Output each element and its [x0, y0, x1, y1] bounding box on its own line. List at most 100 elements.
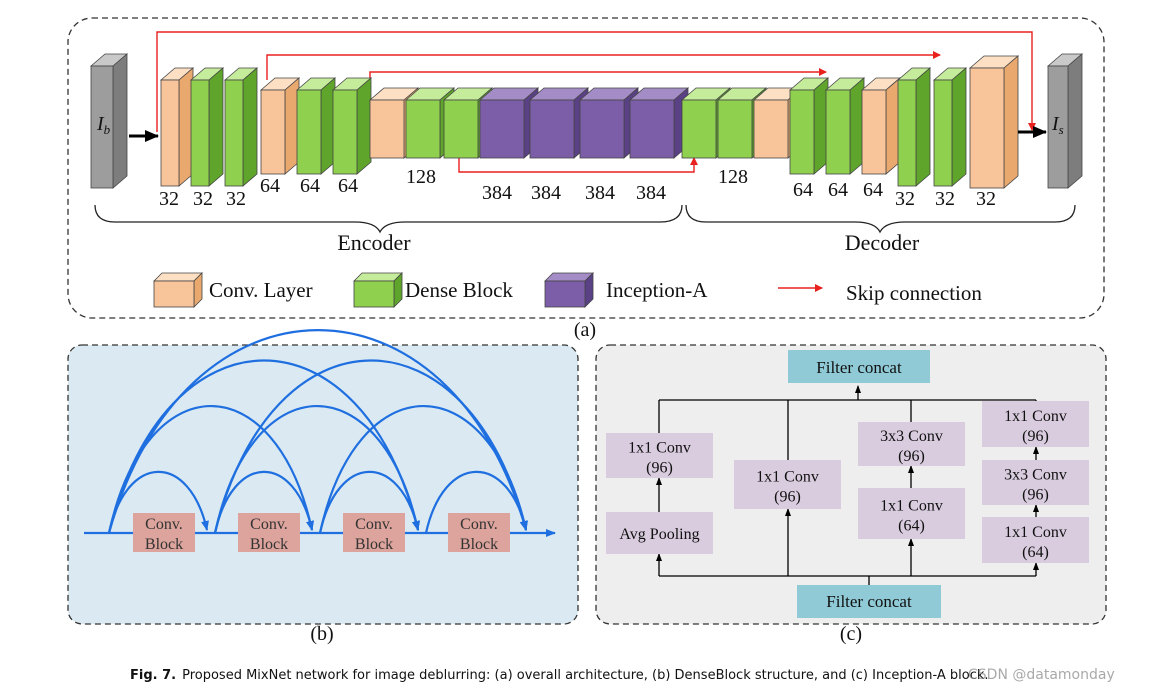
- layer-block-inc: [628, 87, 690, 159]
- legend-dense-swatch: [353, 272, 403, 308]
- layer-block-inc: [478, 87, 540, 159]
- layer-block-conv: [159, 67, 195, 187]
- dense-connection-arc: [424, 470, 528, 534]
- legend-conv-label: Conv. Layer: [209, 278, 313, 302]
- channel-label: 32: [895, 188, 915, 210]
- inception-box-line2: (64): [898, 518, 925, 535]
- inception-box-line2: (64): [1022, 544, 1049, 561]
- layer-block-conv: [968, 55, 1020, 189]
- inception-box-line2: (96): [1022, 428, 1049, 445]
- input-image: Ib: [89, 53, 129, 189]
- conv-block-line1: Conv.: [460, 516, 498, 533]
- caption-fig-number: Fig. 7.: [130, 668, 177, 683]
- channel-label: 64: [828, 179, 848, 201]
- panel-a-frame: [67, 17, 1105, 319]
- caption-text: Proposed MixNet network for image deblur…: [182, 668, 989, 683]
- encoder-brace: [94, 204, 683, 234]
- channel-label: 32: [159, 188, 179, 210]
- inception-box: 1x1 Conv (96): [734, 460, 841, 509]
- channel-label: 384: [531, 182, 561, 204]
- panel-b-frame: [67, 344, 579, 625]
- inception-box-line2: (96): [646, 460, 673, 477]
- panel-c-frame: [595, 344, 1107, 625]
- channel-label: 32: [226, 188, 246, 210]
- inception-box-line1: 1x1 Conv: [756, 469, 819, 486]
- inception-box: 3x3 Conv(96): [982, 460, 1089, 505]
- layer-block-dense: [896, 67, 932, 187]
- skip-connection-bottleneck: [458, 157, 698, 173]
- conv-block-line1: Conv.: [250, 516, 288, 533]
- layer-stack: [159, 55, 1020, 189]
- conv-block: Conv.Block: [133, 513, 195, 553]
- output-label: Is: [1051, 113, 1064, 137]
- layer-block-dense: [223, 67, 259, 187]
- inception-box-line1: 1x1 Conv: [628, 440, 691, 457]
- inception-box: 1x1 Conv (96): [606, 433, 713, 478]
- layer-block-conv: [860, 77, 902, 175]
- legend-skip-label: Skip connection: [846, 281, 982, 305]
- channel-label: 64: [338, 175, 358, 197]
- encoder-label: Encoder: [337, 230, 411, 255]
- layer-block-inc: [578, 87, 640, 159]
- panel-c: Filter concat Filter concat 1x1 Conv (96)…: [595, 344, 1107, 645]
- conv-block-line2: Block: [355, 536, 393, 553]
- watermark: CSDN @datamonday: [968, 667, 1115, 683]
- dense-connection-arc: [213, 359, 528, 534]
- output-image: Is: [1046, 53, 1084, 189]
- legend-inception-swatch: [544, 272, 594, 308]
- inception-box-line1: Avg Pooling: [619, 526, 699, 543]
- legend-conv-swatch: [153, 272, 203, 308]
- channel-label: 64: [793, 179, 813, 201]
- channel-label: 64: [300, 175, 320, 197]
- legend-inception-label: Inception-A: [606, 278, 708, 302]
- inception-box: 1x1 Conv(64): [982, 517, 1089, 563]
- filter-concat-bottom-label: Filter concat: [826, 592, 912, 611]
- conv-block-line2: Block: [250, 536, 288, 553]
- dense-connection-arc: [318, 470, 420, 534]
- inception-box: 1x1 Conv (96): [982, 401, 1089, 447]
- channel-label: 64: [863, 179, 883, 201]
- inception-lines: [656, 385, 1039, 585]
- skip-connection-outer: [156, 31, 1036, 132]
- panel-a-label: (a): [574, 319, 596, 341]
- decoder-brace: [685, 204, 1076, 234]
- layer-block-dense: [788, 77, 830, 175]
- inception-box-line2: (96): [1022, 487, 1049, 504]
- decoder-label: Decoder: [845, 230, 920, 255]
- skip-connection-middle: [266, 51, 941, 80]
- conv-block: Conv.Block: [448, 513, 510, 553]
- inception-box-line1: 3x3 Conv: [880, 428, 943, 445]
- channel-label: 32: [976, 188, 996, 210]
- inception-box-line1: 1x1 Conv: [1004, 408, 1067, 425]
- layer-block-dense: [189, 67, 225, 187]
- layer-block-dense: [295, 77, 337, 175]
- panel-c-label: (c): [840, 623, 862, 645]
- conv-block-line1: Conv.: [355, 516, 393, 533]
- panel-b: Conv.BlockConv.BlockConv.BlockConv.Block…: [67, 329, 579, 645]
- channel-label: 128: [718, 166, 748, 188]
- channel-label: 32: [935, 188, 955, 210]
- layer-block-conv: [259, 77, 301, 175]
- channel-label: 384: [482, 182, 512, 204]
- filter-concat-top: Filter concat: [788, 350, 930, 383]
- inception-box: 1x1 Conv(64): [858, 488, 965, 539]
- panel-b-label: (b): [310, 623, 333, 645]
- figure-caption: Fig. 7. Proposed MixNet network for image…: [130, 668, 989, 683]
- dense-connection-arc: [107, 359, 420, 534]
- inception-box-line2: (96): [898, 448, 925, 465]
- channel-label: 128: [406, 166, 436, 188]
- filter-concat-top-label: Filter concat: [816, 358, 902, 377]
- channel-label: 384: [585, 182, 615, 204]
- layer-block-dense: [331, 77, 373, 175]
- dense-connection-arc: [107, 329, 528, 534]
- conv-block: Conv. Block: [238, 513, 300, 553]
- layer-block-inc: [528, 87, 590, 159]
- inception-box: Avg Pooling: [606, 512, 713, 554]
- conv-block-line1: Conv.: [145, 516, 183, 533]
- inception-box-line2: (96): [774, 489, 801, 506]
- legend: Conv. Layer Dense Block Inception-A Skip…: [153, 272, 982, 308]
